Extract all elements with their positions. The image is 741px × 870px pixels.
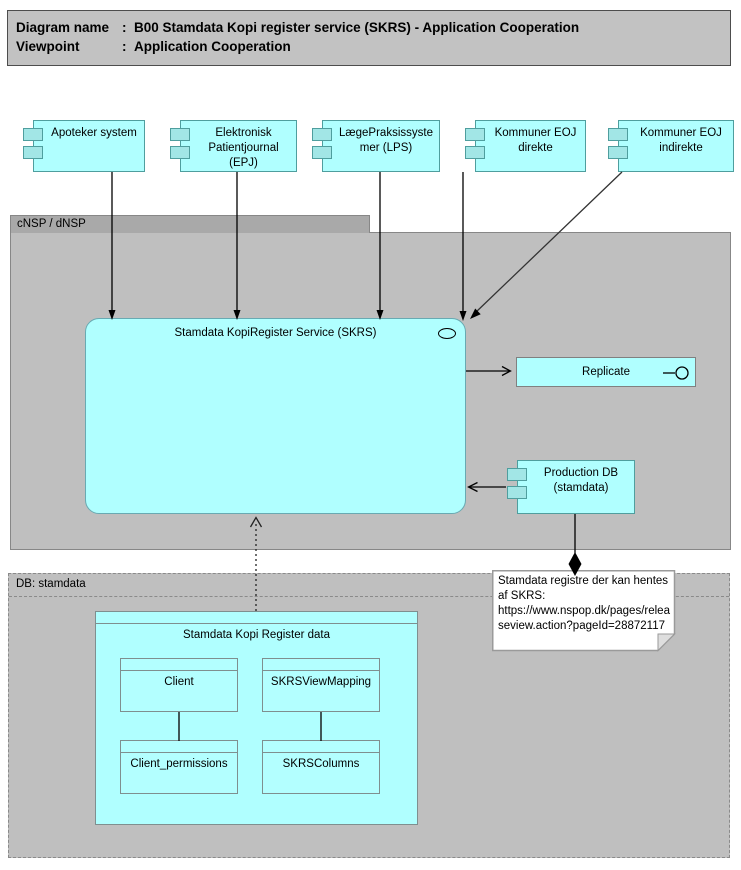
data-object-band	[263, 741, 379, 753]
data-object-band	[121, 741, 237, 753]
viewpoint-value: Application Cooperation	[134, 39, 291, 54]
component-label: Production DB (stamdata)	[543, 467, 619, 494]
skrs-service-box: Stamdata KopiRegister Service (SKRS)	[85, 318, 466, 514]
diagram-title-box: Diagram name : B00 Stamdata Kopi registe…	[7, 10, 731, 66]
data-object-label: Client_permissions	[130, 758, 228, 770]
data-object-client: Client	[120, 658, 238, 712]
separator: :	[122, 39, 127, 54]
component-apoteker-system: Apoteker system	[23, 120, 145, 172]
component-kommuner-eoj-indirekte: Kommuner EOJ indirekte	[608, 120, 734, 172]
component-label: Apoteker system	[51, 127, 137, 139]
skrs-service-label: Stamdata KopiRegister Service (SKRS)	[174, 327, 377, 339]
separator: :	[122, 20, 127, 35]
diagram-name-row: Diagram name : B00 Stamdata Kopi registe…	[16, 18, 722, 37]
viewpoint-row: Viewpoint : Application Cooperation	[16, 37, 722, 56]
component-body: Kommuner EOJ indirekte	[618, 120, 734, 172]
note-shape	[492, 570, 676, 652]
data-object-client-permissions: Client_permissions	[120, 740, 238, 794]
component-kommuner-eoj-direkte: Kommuner EOJ direkte	[465, 120, 586, 172]
component-label: LægePraksissystemer (LPS)	[339, 127, 433, 154]
component-body: Elektronisk Patientjournal (EPJ)	[180, 120, 297, 172]
component-body: Apoteker system	[33, 120, 145, 172]
component-tab-icon	[465, 128, 485, 141]
component-body: Kommuner EOJ direkte	[475, 120, 586, 172]
note-text: Stamdata registre der kan hentes af SKRS…	[498, 575, 670, 632]
cnsp-container-tab: cNSP / dNSP	[10, 215, 370, 233]
component-production-db: Production DB (stamdata)	[507, 460, 635, 514]
application-service-icon	[438, 328, 456, 339]
component-tab-icon	[312, 128, 332, 141]
component-tab-icon	[608, 128, 628, 141]
data-object-label: Client	[164, 676, 194, 688]
component-label: Elektronisk Patientjournal (EPJ)	[208, 127, 279, 169]
component-label: Kommuner EOJ direkte	[494, 127, 577, 154]
component-tab-icon	[507, 486, 527, 499]
viewpoint-label: Viewpoint	[16, 39, 80, 54]
component-label: Kommuner EOJ indirekte	[640, 127, 722, 154]
note-fold-icon	[657, 633, 676, 652]
data-object-band	[121, 659, 237, 671]
data-object-skrsviewmapping: SKRSViewMapping	[262, 658, 380, 712]
component-tab-icon	[312, 146, 332, 159]
component-tab-icon	[170, 128, 190, 141]
component-body: Production DB (stamdata)	[517, 460, 635, 514]
component-tab-icon	[23, 146, 43, 159]
component-tab-icon	[608, 146, 628, 159]
data-object-skrscolumns: SKRSColumns	[262, 740, 380, 794]
component-lps: LægePraksissystemer (LPS)	[312, 120, 440, 172]
replicate-box: Replicate	[516, 357, 696, 387]
register-data-title: Stamdata Kopi Register data	[182, 629, 331, 641]
replicate-label: Replicate	[582, 366, 630, 378]
component-tab-icon	[170, 146, 190, 159]
diagram-name-value: B00 Stamdata Kopi register service (SKRS…	[134, 20, 580, 35]
component-tab-icon	[23, 128, 43, 141]
data-object-label: SKRSViewMapping	[270, 676, 372, 688]
component-epj: Elektronisk Patientjournal (EPJ)	[170, 120, 297, 172]
note-skrs-registers: Stamdata registre der kan hentes af SKRS…	[492, 570, 676, 652]
diagram-name-label: Diagram name	[16, 20, 110, 35]
register-data-band	[96, 612, 417, 624]
data-object-label: SKRSColumns	[282, 758, 360, 770]
data-object-band	[263, 659, 379, 671]
component-body: LægePraksissystemer (LPS)	[322, 120, 440, 172]
component-tab-icon	[507, 468, 527, 481]
provided-interface-icon	[663, 366, 689, 380]
component-tab-icon	[465, 146, 485, 159]
db-stamdata-label: DB: stamdata	[9, 574, 729, 597]
